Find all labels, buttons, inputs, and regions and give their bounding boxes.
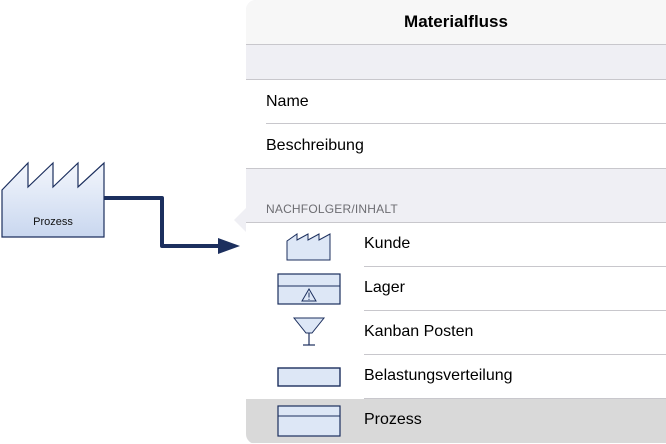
diagram-canvas[interactable]: Prozess	[0, 0, 246, 444]
popover-header: Materialfluss	[246, 0, 666, 45]
list-item-label: Lager	[364, 279, 405, 296]
section-header: NACHFOLGER/INHALT	[266, 202, 398, 216]
list-item-kunde[interactable]: Kunde	[246, 223, 666, 267]
list-item-prozess[interactable]: Prozess	[246, 399, 666, 443]
list-item-label: Kunde	[364, 235, 411, 252]
row-divider	[364, 266, 666, 267]
list-item-lager[interactable]: Lager	[246, 267, 666, 311]
popover-arrow	[234, 208, 246, 232]
row-divider	[364, 398, 666, 399]
list-item-label: Prozess	[364, 411, 422, 428]
factory-label: Prozess	[33, 216, 73, 228]
list-item-label: Belastungsverteilung	[364, 367, 513, 384]
list-item-belastungsverteilung[interactable]: Belastungsverteilung	[246, 355, 666, 399]
name-label: Name	[266, 93, 309, 110]
description-label: Beschreibung	[266, 137, 364, 154]
factory-shape[interactable]	[1, 160, 105, 238]
connector-arrow[interactable]	[0, 0, 246, 444]
properties-group: Name Beschreibung	[246, 79, 666, 169]
kanban-funnel-icon	[292, 317, 326, 346]
list-item-label: Kanban Posten	[364, 323, 474, 340]
material-flow-popover: Materialfluss Name Beschreibung NACHFOLG…	[246, 0, 666, 444]
row-divider	[364, 310, 666, 311]
process-box-icon	[277, 405, 341, 437]
name-field[interactable]: Name	[246, 80, 666, 124]
warehouse-warning-icon	[277, 273, 341, 305]
row-divider	[266, 123, 666, 124]
description-field[interactable]: Beschreibung	[246, 124, 666, 168]
list-item-kanban-posten[interactable]: Kanban Posten	[246, 311, 666, 355]
load-leveling-box-icon	[277, 367, 341, 387]
popover-title: Materialfluss	[404, 12, 508, 31]
factory-icon	[286, 233, 331, 261]
row-divider	[364, 354, 666, 355]
successor-list: Kunde Lager Kanban Posten	[246, 222, 666, 444]
